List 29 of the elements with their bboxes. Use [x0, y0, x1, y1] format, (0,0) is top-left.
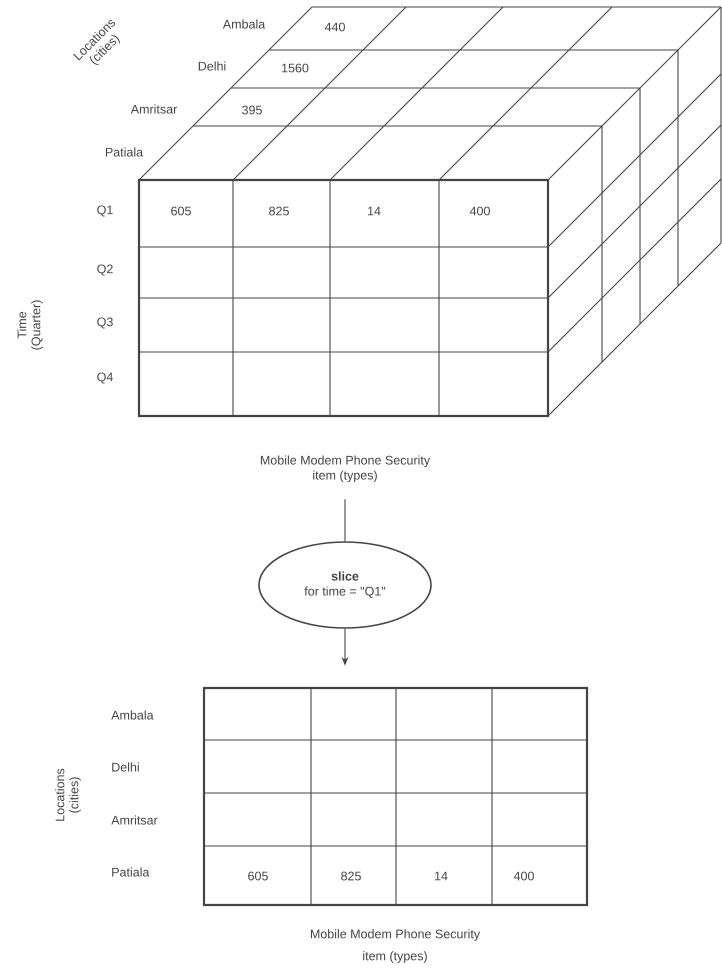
axis-caption: item (types)	[363, 951, 427, 963]
cell-value: 395	[242, 106, 262, 114]
cell-value: 825	[269, 206, 289, 216]
axis-title: Time (Quarter)	[17, 300, 43, 350]
axis-title: Locations (cities)	[55, 768, 81, 821]
row-label: Patiala	[112, 867, 150, 877]
row-label: Amritsar	[111, 815, 158, 825]
connector-line	[344, 499, 346, 542]
row-label: Q1	[97, 205, 113, 217]
cell-value: 400	[514, 872, 534, 880]
cell-value: 14	[368, 206, 381, 216]
cell-value: 400	[470, 206, 490, 216]
row-label: Delhi	[112, 762, 139, 772]
cell-value: 1560	[282, 64, 308, 72]
row-label: Q4	[97, 372, 113, 384]
axis-caption: Mobile Modem Phone Security item (types)	[260, 455, 430, 482]
row-label: Patiala	[106, 147, 144, 157]
axis-caption: Mobile Modem Phone Security	[310, 929, 480, 941]
cell-value: 825	[341, 872, 361, 880]
row-label: Q3	[97, 317, 113, 329]
row-label: Q2	[97, 264, 113, 276]
cell-value: 605	[171, 206, 191, 216]
cell-value: 440	[324, 22, 345, 32]
row-label: Delhi	[198, 61, 226, 71]
row-label: Ambala	[111, 710, 154, 720]
row-label: Ambala	[222, 19, 266, 29]
cell-value: 14	[435, 872, 448, 880]
row-label: Amritsar	[130, 104, 178, 114]
cell-value: 605	[248, 872, 268, 880]
